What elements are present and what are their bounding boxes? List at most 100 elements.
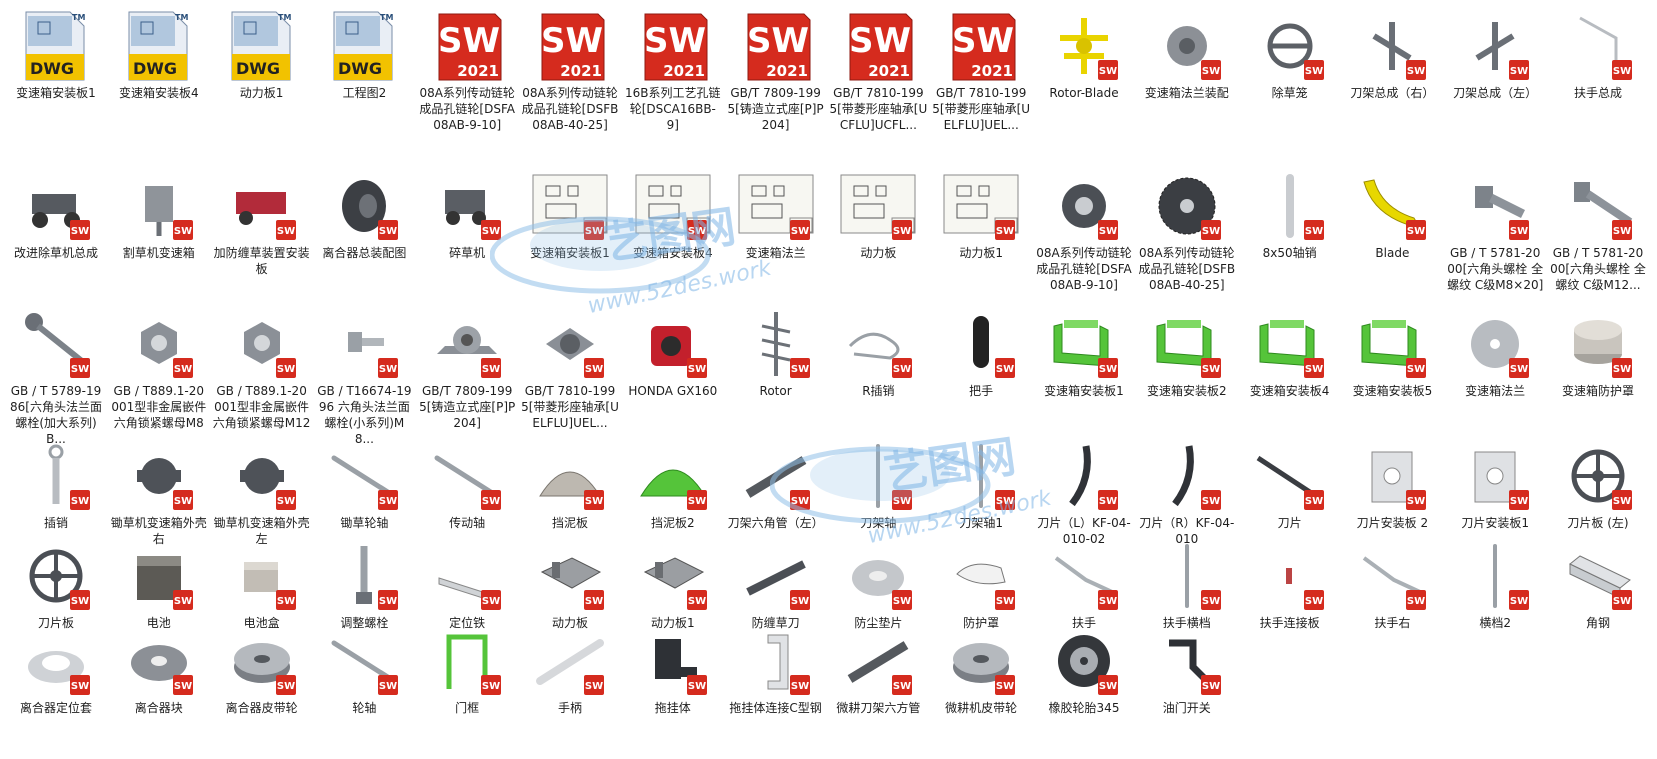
solidworks-badge-icon: SW <box>1200 490 1221 510</box>
file-name-label: 扶手横档 <box>1162 616 1211 630</box>
file-name-label: 扶手右 <box>1374 616 1411 630</box>
curved-blade-icon <box>1171 445 1194 507</box>
r-pin-icon <box>849 332 900 360</box>
file-thumbnail: SW <box>18 168 94 244</box>
svg-text:SW: SW <box>952 21 1014 61</box>
gear-housing-icon <box>239 458 284 494</box>
